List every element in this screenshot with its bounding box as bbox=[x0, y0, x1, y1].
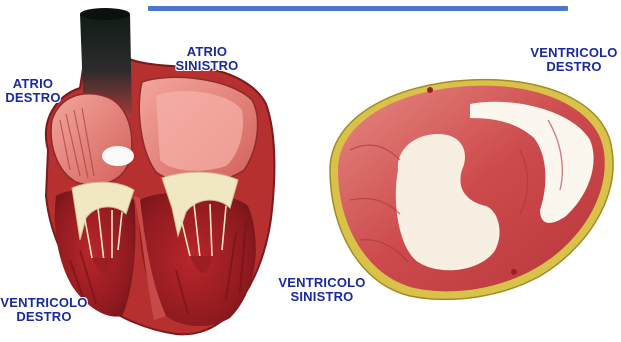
coronary-vessel bbox=[511, 269, 517, 275]
label-ventricolo-destro-cross-section: VENTRICOLO DESTRO bbox=[530, 46, 618, 74]
right-atrium bbox=[51, 94, 132, 186]
left-atrium-inner bbox=[156, 91, 243, 171]
right-atrium-opening bbox=[102, 146, 134, 166]
label-atrio-sinistro: ATRIO SINISTRO bbox=[171, 45, 243, 73]
label-ventricolo-destro-longitudinal: VENTRICOLO DESTRO bbox=[0, 296, 88, 324]
label-atrio-destro: ATRIO DESTRO bbox=[2, 77, 64, 105]
label-ventricolo-sinistro: VENTRICOLO SINISTRO bbox=[276, 276, 368, 304]
coronary-vessel bbox=[427, 87, 433, 93]
aorta-opening bbox=[80, 8, 130, 20]
ventricle-cross-section bbox=[330, 80, 613, 300]
